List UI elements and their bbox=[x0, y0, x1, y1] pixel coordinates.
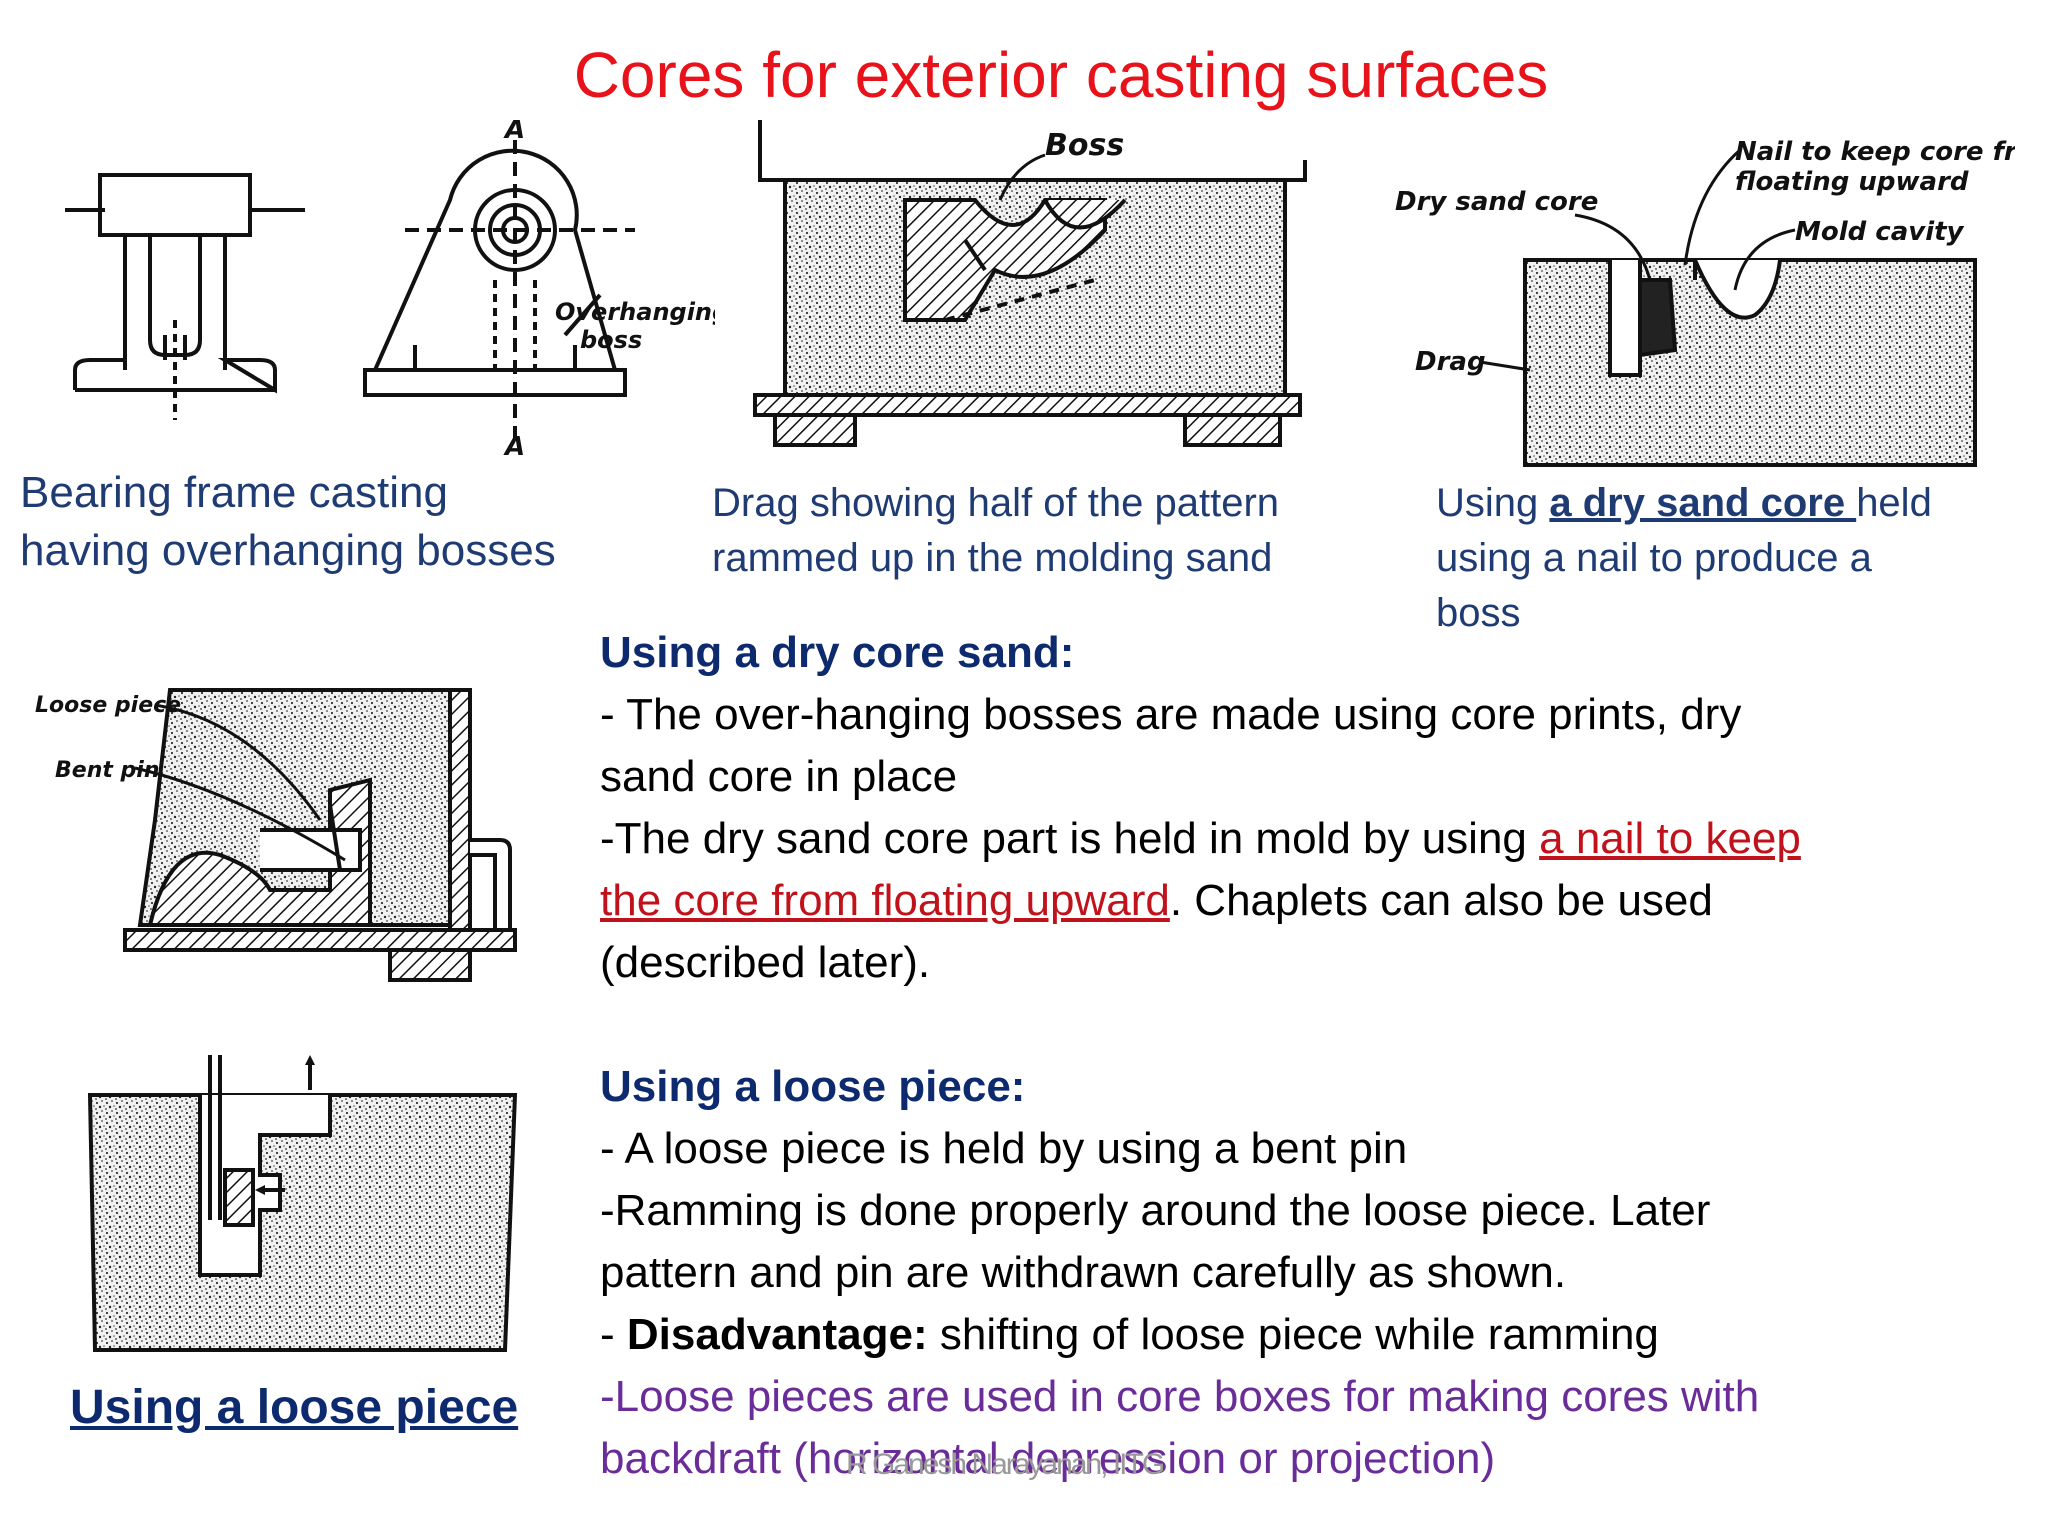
spacer bbox=[600, 994, 2030, 1056]
loose-piece-heading: Using a loose piece: bbox=[600, 1062, 1026, 1111]
drag-figure: Boss bbox=[753, 120, 1307, 447]
drag-label: Drag bbox=[1415, 347, 1486, 377]
drag-caption-line1: Drag showing half of the pattern bbox=[712, 481, 1280, 525]
dry-sand-core-figure: Dry sand core Nail to keep core from flo… bbox=[1395, 137, 2015, 467]
bearing-caption-line2: having overhanging bosses bbox=[20, 526, 556, 575]
nail-label-line2: floating upward bbox=[1735, 167, 1969, 197]
body-text-block: Using a dry core sand: - The over-hangin… bbox=[600, 622, 2030, 1490]
loose-piece-figure: Loose piece Bent pin bbox=[35, 688, 517, 982]
dry-core-heading: Using a dry core sand: bbox=[600, 628, 1075, 677]
slide-title: Cores for exterior casting surfaces bbox=[573, 39, 1549, 111]
dry-core-line2: sand core in place bbox=[600, 752, 958, 801]
bearing-frame-figure: A A Overhanging boss bbox=[65, 120, 715, 460]
dry-core-caption: Using a dry sand core held using a nail … bbox=[1436, 476, 1932, 641]
dry-core-caption-suffix: held bbox=[1856, 481, 1932, 525]
bearing-caption: Bearing frame casting having overhanging… bbox=[20, 464, 556, 580]
section-label-top: A bbox=[503, 120, 525, 145]
dry-core-caption-line2: using a nail to produce a bbox=[1436, 536, 1872, 580]
drag-caption: Drag showing half of the pattern rammed … bbox=[712, 476, 1279, 586]
mold-cavity-label: Mold cavity bbox=[1795, 217, 1965, 247]
boss-label: boss bbox=[580, 326, 642, 354]
nail-link-part1[interactable]: a nail to keep bbox=[1539, 814, 1801, 863]
dry-core-caption-prefix: Using bbox=[1436, 481, 1550, 525]
dry-core-line4-suffix: . Chaplets can also be used bbox=[1169, 876, 1713, 925]
section-label-bottom: A bbox=[503, 432, 525, 460]
loose-line2: -Ramming is done properly around the loo… bbox=[600, 1186, 1711, 1235]
drag-caption-line2: rammed up in the molding sand bbox=[712, 536, 1273, 580]
dry-core-caption-line3: boss bbox=[1436, 591, 1521, 635]
nail-label-line1: Nail to keep core from bbox=[1735, 137, 2015, 167]
dry-sand-core-link[interactable]: a dry sand core bbox=[1549, 481, 1857, 525]
boss-label: Boss bbox=[1045, 128, 1124, 163]
dry-core-line5: (described later). bbox=[600, 938, 931, 987]
footer-author: R Ganesh Narayanan, IITG bbox=[846, 1448, 1165, 1481]
loose-line5: -Loose pieces are used in core boxes for… bbox=[600, 1372, 1760, 1421]
dry-core-line3-prefix: -The dry sand core part is held in mold … bbox=[600, 814, 1540, 863]
dry-core-line1: - The over-hanging bosses are made using… bbox=[600, 690, 1742, 739]
disadvantage-label: Disadvantage: bbox=[626, 1310, 928, 1359]
loose-line3: pattern and pin are withdrawn carefully … bbox=[600, 1248, 1567, 1297]
loose-line4-prefix: - bbox=[600, 1310, 627, 1359]
nail-link-part2[interactable]: the core from floating upward bbox=[600, 876, 1170, 925]
bearing-caption-line1: Bearing frame casting bbox=[20, 468, 448, 517]
loose-piece-withdraw-figure bbox=[87, 1055, 518, 1352]
loose-piece-caption: Using a loose piece bbox=[70, 1381, 519, 1434]
loose-line6: backdraft (horizontal depression or proj… bbox=[600, 1434, 1496, 1483]
loose-line1: - A loose piece is held by using a bent … bbox=[600, 1124, 1408, 1173]
overhanging-label: Overhanging bbox=[555, 298, 715, 326]
loose-line4-suffix: shifting of loose piece while ramming bbox=[927, 1310, 1659, 1359]
dry-sand-core-label: Dry sand core bbox=[1395, 187, 1598, 217]
